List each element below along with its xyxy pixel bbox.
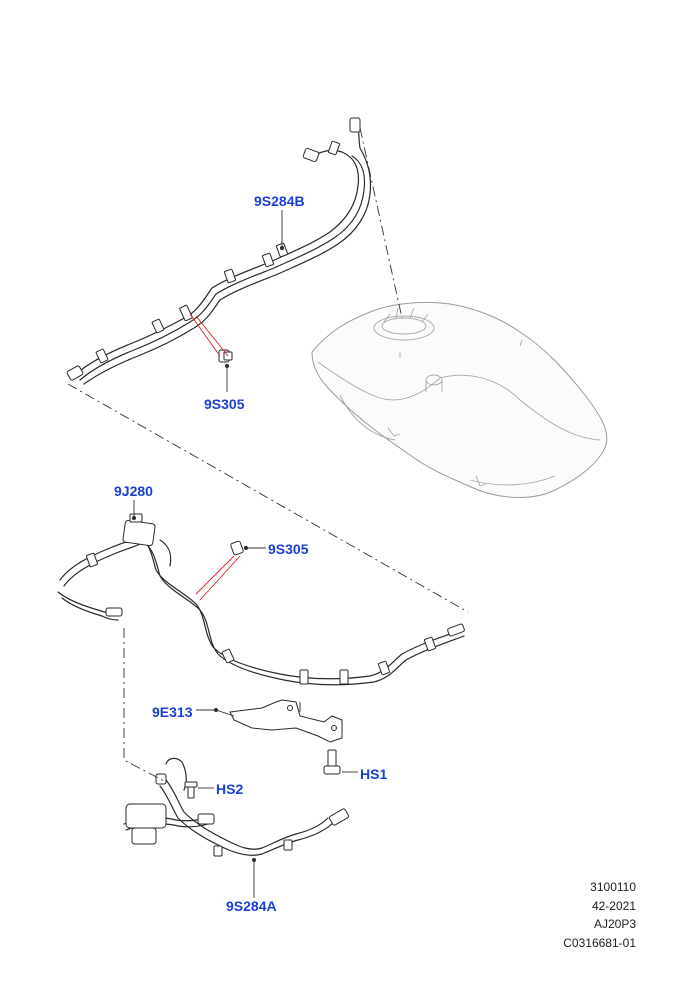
reference-line-4: C0316681-01 xyxy=(563,935,636,950)
fuel-tank xyxy=(311,301,608,498)
dashline-lower-to-assembly xyxy=(123,628,167,783)
lower-assembly-line xyxy=(123,757,350,857)
dashline-upper-to-lower xyxy=(67,383,469,613)
callout-9e313[interactable]: 9E313 xyxy=(152,704,193,720)
reference-line-2: 42-2021 xyxy=(591,898,636,913)
lower-fuel-line xyxy=(57,513,465,686)
callout-9j280[interactable]: 9J280 xyxy=(114,483,153,499)
upper-fuel-line xyxy=(66,117,372,385)
callout-9s284a[interactable]: 9S284A xyxy=(226,898,277,914)
callout-9s305-lower[interactable]: 9S305 xyxy=(268,541,309,557)
callout-9s284b[interactable]: 9S284B xyxy=(254,193,305,209)
callout-9s305-upper[interactable]: 9S305 xyxy=(204,396,245,412)
leader-9s305-upper-a xyxy=(189,313,221,357)
bolt-hs2-part xyxy=(184,781,198,799)
leader-9s305-lower-a xyxy=(195,555,235,595)
dashline-tank-to-upper-line xyxy=(359,127,403,319)
callout-hs1[interactable]: HS1 xyxy=(360,766,388,782)
leader-9s305-upper-b xyxy=(195,315,229,357)
bracket-part xyxy=(229,699,343,743)
reference-block: 3100110 42-2021 AJ20P3 C0316681-01 xyxy=(540,878,636,952)
reference-line-1: 3100110 xyxy=(590,880,636,894)
reference-line-3: AJ20P3 xyxy=(593,917,636,931)
callout-hs2[interactable]: HS2 xyxy=(216,781,244,797)
bolt-hs1-part xyxy=(323,749,341,775)
lower-clip-part xyxy=(230,540,248,556)
leader-9s305-lower-b xyxy=(199,555,241,601)
